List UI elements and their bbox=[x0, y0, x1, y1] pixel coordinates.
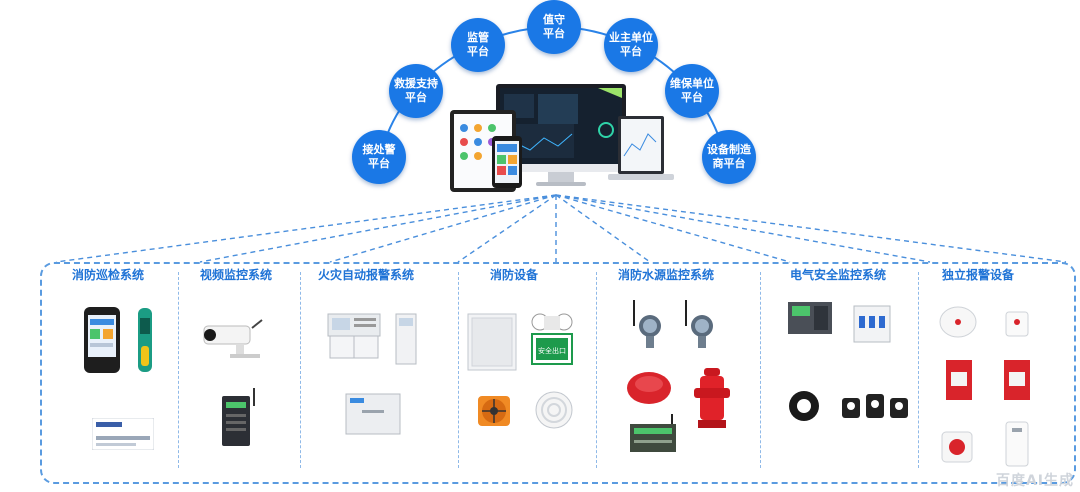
current-transformer-set-icon bbox=[842, 394, 908, 418]
column-divider bbox=[300, 272, 301, 468]
exit-sign-text: 安全出口 bbox=[538, 346, 566, 355]
patrol-card-icon bbox=[92, 418, 154, 450]
platform-shebei: 设备制造 商平台 bbox=[702, 130, 756, 184]
remote-terminal-unit-icon bbox=[630, 414, 676, 452]
platform-yezhu: 业主单位 平台 bbox=[604, 18, 658, 72]
platform-label: 设备制造 bbox=[707, 143, 751, 156]
platform-zhishou: 值守 平台 bbox=[527, 0, 581, 54]
column-divider bbox=[596, 272, 597, 468]
platform-label: 平台 bbox=[681, 91, 703, 104]
platform-jiechujing: 接处警 平台 bbox=[352, 130, 406, 184]
column-divider bbox=[178, 272, 179, 468]
ceiling-speaker-icon bbox=[535, 391, 573, 429]
platform-label: 平台 bbox=[543, 27, 565, 40]
patrol-reader-icon bbox=[138, 308, 152, 372]
system-title-huozai: 火灾自动报警系统 bbox=[318, 268, 415, 282]
platform-jianguan: 监管 平台 bbox=[451, 18, 505, 72]
column-divider bbox=[918, 272, 919, 468]
wireless-sensor-icon bbox=[1005, 421, 1029, 467]
platform-label: 平台 bbox=[368, 157, 390, 170]
system-title-xiaofang: 消防设备 bbox=[490, 268, 539, 282]
emergency-exit-light-icon: 安全出口 bbox=[531, 313, 573, 365]
current-transformer-ring-icon bbox=[789, 391, 819, 421]
platform-label: 业主单位 bbox=[609, 31, 653, 44]
system-title-shipin: 视频监控系统 bbox=[200, 268, 273, 282]
emergency-button-icon bbox=[941, 431, 973, 463]
pressure-sensor-icon bbox=[633, 300, 661, 348]
fire-hydrant-icon bbox=[694, 368, 730, 428]
platform-label: 监管 bbox=[467, 31, 489, 44]
laptop bbox=[608, 116, 674, 180]
smoke-exhaust-fan-icon bbox=[478, 396, 510, 426]
watermark: 百度AI生成 bbox=[995, 473, 1074, 489]
circuit-breaker-icon bbox=[853, 305, 891, 343]
electrical-monitor-module-icon bbox=[788, 302, 832, 334]
platform-label: 平台 bbox=[405, 91, 427, 104]
platform-jiuyuan: 救援支持 平台 bbox=[389, 64, 443, 118]
fire-alarm-cabinet-icon bbox=[395, 313, 417, 365]
network-recorder-icon bbox=[222, 388, 255, 446]
column-divider bbox=[760, 272, 761, 468]
system-title-dianqi: 电气安全监控系统 bbox=[790, 268, 887, 282]
manual-call-point-icon bbox=[1004, 360, 1030, 400]
platform-weibao: 维保单位 平台 bbox=[665, 64, 719, 118]
system-title-xunjian: 消防巡检系统 bbox=[72, 268, 145, 282]
manual-call-point-icon bbox=[946, 360, 972, 400]
hub-connector-lines bbox=[55, 194, 1067, 263]
system-title-shuiyuan: 消防水源监控系统 bbox=[618, 268, 715, 282]
column-divider bbox=[458, 272, 459, 468]
cctv-camera-icon bbox=[203, 319, 263, 358]
systems-panel bbox=[40, 262, 1076, 484]
monitor-hub-graphic bbox=[450, 84, 674, 192]
platform-label: 维保单位 bbox=[670, 77, 714, 90]
hydrant-cabinet-icon bbox=[467, 313, 517, 371]
platform-label: 救援支持 bbox=[394, 77, 438, 90]
smoke-detector-icon bbox=[939, 306, 977, 338]
smartphone bbox=[492, 136, 522, 188]
fire-alarm-panel-box-icon bbox=[345, 393, 401, 435]
system-title-duli: 独立报警设备 bbox=[942, 268, 1015, 282]
gas-detector-icon bbox=[1005, 311, 1029, 337]
platform-label: 值守 bbox=[543, 13, 565, 26]
platform-label: 接处警 bbox=[362, 143, 396, 156]
platform-label: 平台 bbox=[620, 45, 642, 58]
platform-label: 平台 bbox=[467, 45, 489, 58]
platform-label: 商平台 bbox=[712, 157, 746, 170]
handheld-terminal-icon bbox=[84, 307, 120, 373]
pressure-sensor-icon bbox=[685, 300, 713, 348]
alarm-bell-icon bbox=[627, 372, 671, 404]
fire-alarm-console-icon bbox=[327, 313, 381, 359]
